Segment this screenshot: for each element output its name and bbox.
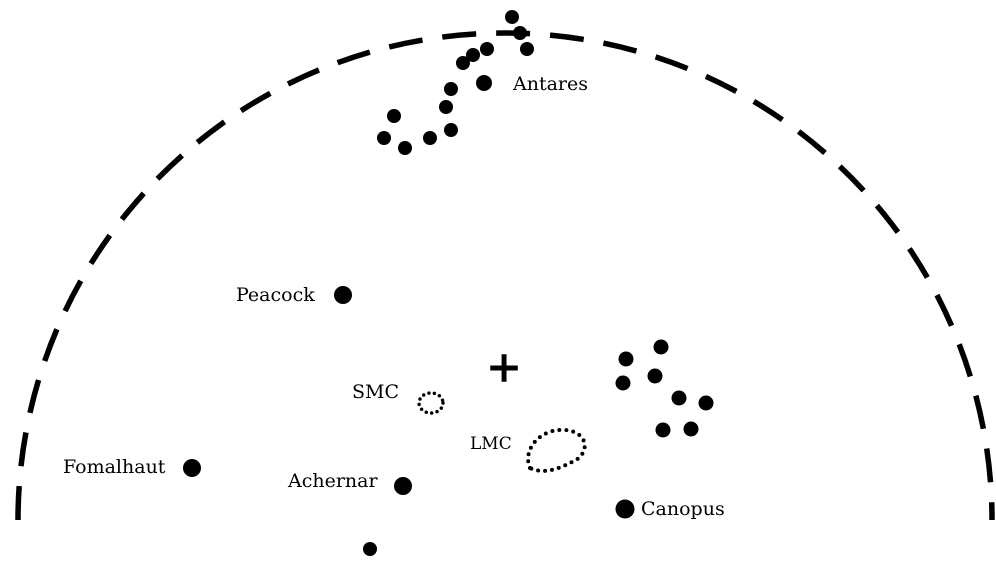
smc-dotted-outline bbox=[417, 391, 445, 415]
star bbox=[387, 109, 401, 123]
star bbox=[444, 123, 458, 137]
star bbox=[423, 131, 437, 145]
antares-label: Antares bbox=[512, 73, 588, 95]
star bbox=[444, 82, 458, 96]
star bbox=[698, 395, 714, 411]
star bbox=[513, 26, 527, 40]
star bbox=[671, 390, 687, 406]
fomalhaut-star bbox=[183, 459, 201, 477]
star bbox=[615, 375, 631, 391]
lmc-dotted-outline bbox=[526, 427, 587, 473]
peacock-label: Peacock bbox=[236, 284, 315, 306]
antares-star bbox=[476, 75, 492, 91]
star bbox=[456, 56, 470, 70]
star bbox=[505, 10, 519, 24]
fomalhaut-label: Fomalhaut bbox=[63, 456, 166, 478]
star bbox=[480, 42, 494, 56]
star bbox=[655, 422, 671, 438]
star bbox=[466, 48, 480, 62]
horizon-dashed-arc bbox=[15, 30, 995, 521]
scorpius-constellation bbox=[377, 10, 534, 155]
achernar-label: Achernar bbox=[287, 470, 378, 492]
star bbox=[520, 42, 534, 56]
star bbox=[439, 100, 453, 114]
canopus-star bbox=[615, 499, 635, 519]
achernar-star bbox=[394, 477, 412, 495]
star bbox=[683, 421, 699, 437]
peacock-star bbox=[334, 286, 352, 304]
smc-label: SMC bbox=[352, 381, 399, 403]
lmc-label: LMC bbox=[470, 434, 512, 454]
star bbox=[363, 542, 377, 556]
canopus-label: Canopus bbox=[641, 498, 725, 520]
star bbox=[398, 141, 412, 155]
celestial-pole-cross-icon: + bbox=[486, 342, 523, 393]
star bbox=[647, 368, 663, 384]
star bbox=[653, 339, 669, 355]
carina-vela-stars bbox=[615, 339, 714, 438]
star bbox=[377, 131, 391, 145]
star bbox=[618, 351, 634, 367]
